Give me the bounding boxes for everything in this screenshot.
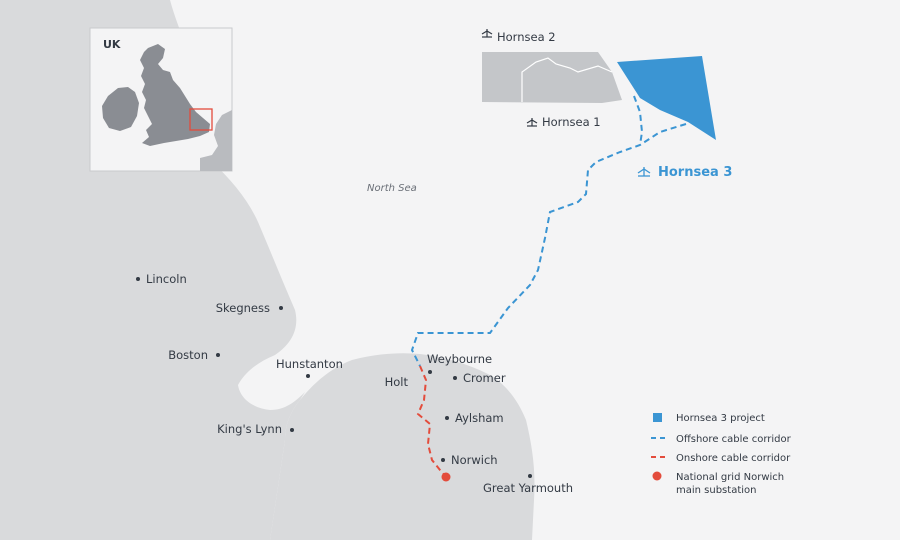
wind-turbine-icon [526, 118, 538, 127]
sea-label: North Sea [367, 183, 417, 194]
norwich-substation-marker [441, 472, 451, 482]
legend-substation-label-line2: main substation [676, 485, 756, 496]
town-dot [528, 474, 532, 478]
inset-great-britain [140, 44, 210, 146]
town-kings-lynn: King's Lynn [217, 422, 282, 436]
hornsea-1-2-area [482, 52, 622, 103]
town-dot [453, 376, 457, 380]
town-dot [306, 374, 310, 378]
inset-map: UK [89, 27, 233, 172]
legend-substation-label-line1: National grid Norwich [676, 472, 784, 483]
town-great-yarmouth: Great Yarmouth [483, 481, 573, 495]
town-cromer: Cromer [463, 371, 506, 385]
inset-highlight-box [189, 108, 213, 131]
offshore-cable-branch [633, 95, 644, 146]
hornsea-boundary-line [521, 57, 613, 102]
town-weybourne: Weybourne [427, 352, 492, 366]
town-dot [216, 353, 220, 357]
town-skegness: Skegness [216, 301, 270, 315]
hornsea-2-label: Hornsea 2 [497, 30, 556, 44]
inset-title: UK [103, 38, 121, 51]
hornsea-3-area [617, 56, 716, 140]
town-boston: Boston [168, 348, 208, 362]
offshore-cable-corridor [410, 123, 687, 367]
town-norwich: Norwich [451, 453, 498, 467]
land-lincolnshire [0, 0, 305, 540]
town-hunstanton: Hunstanton [276, 357, 343, 371]
legend-offshore-label: Offshore cable corridor [676, 434, 792, 445]
inset-ireland [102, 87, 139, 131]
legend-substation-swatch [652, 471, 662, 481]
hornsea-1-label: Hornsea 1 [542, 115, 601, 129]
legend: Hornsea 3 project Offshore cable corrido… [651, 413, 792, 496]
legend-project-label: Hornsea 3 project [676, 413, 765, 424]
town-lincoln: Lincoln [146, 272, 187, 286]
land-norfolk [270, 353, 535, 540]
legend-project-swatch [653, 413, 662, 422]
town-dot [428, 370, 432, 374]
town-dot [136, 277, 140, 281]
town-dot [441, 458, 445, 462]
town-dot [279, 306, 283, 310]
town-aylsham: Aylsham [455, 411, 504, 425]
inset-europe [200, 110, 232, 171]
town-holt: Holt [385, 375, 409, 389]
wind-turbine-icon [481, 29, 493, 38]
wind-turbine-icon [637, 167, 651, 177]
town-dot [290, 428, 294, 432]
legend-onshore-label: Onshore cable corridor [676, 453, 791, 464]
onshore-cable-corridor [416, 365, 447, 478]
hornsea-3-label: Hornsea 3 [658, 165, 732, 180]
town-dot [445, 416, 449, 420]
